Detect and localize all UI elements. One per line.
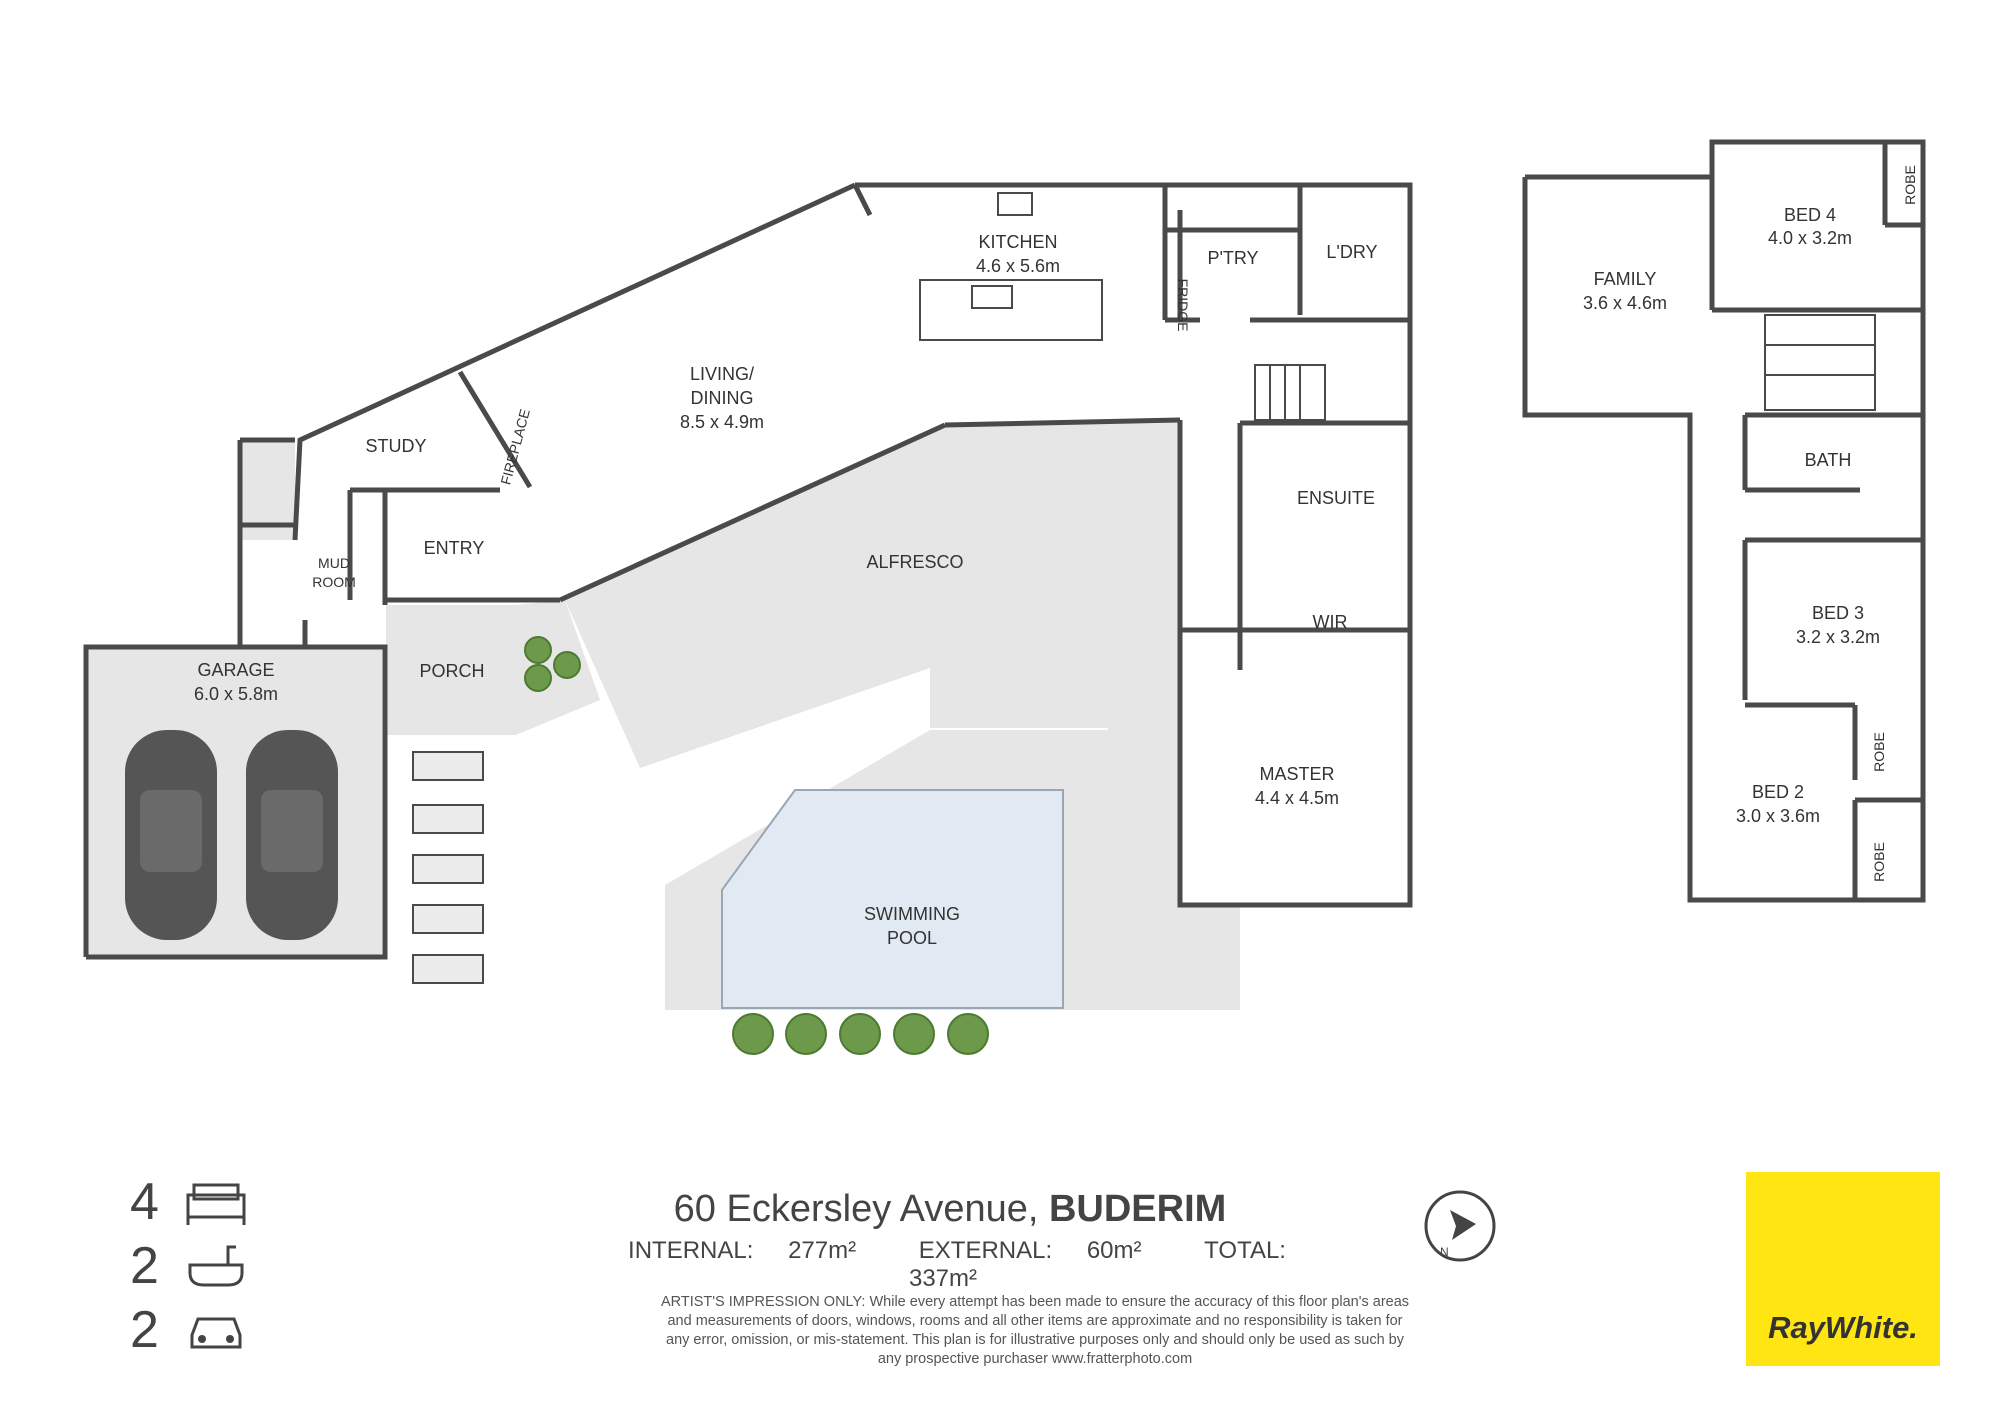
bed2-name: BED 2 (1752, 782, 1804, 802)
logo-text: RayWhite. (1768, 1310, 1918, 1345)
north-compass-icon: N (1424, 1190, 1496, 1262)
tree-icon (732, 1013, 774, 1055)
study-name: STUDY (365, 436, 426, 456)
car-2-icon (246, 730, 338, 940)
disclaimer-line: and measurements of doors, windows, room… (667, 1313, 1403, 1329)
suburb: BUDERIM (1048, 1188, 1227, 1230)
bedrooms-count: 4 (130, 1173, 159, 1231)
porch-area (386, 605, 516, 735)
bedrooms-stat: 4 (130, 1170, 248, 1234)
wir-name: WIR (1313, 612, 1348, 632)
internal-value: 277m² (788, 1237, 857, 1264)
ensuite-name: ENSUITE (1297, 488, 1375, 508)
bed3-size: 3.2 x 3.2m (1796, 627, 1880, 647)
area-summary: INTERNAL: 277m² EXTERNAL: 60m² TOTAL: 33… (590, 1237, 1310, 1293)
bathrooms-count: 2 (130, 1237, 159, 1295)
bed3-name: BED 3 (1812, 603, 1864, 623)
external-value: 60m² (1086, 1237, 1142, 1264)
master-size: 4.4 x 4.5m (1255, 788, 1339, 808)
tree-icon (524, 664, 552, 692)
total-value: 337m² (908, 1265, 978, 1292)
family-name: FAMILY (1594, 269, 1657, 289)
robe-bed3-label: ROBE (1871, 732, 1887, 772)
bed-icon (186, 1183, 246, 1225)
bathrooms-stat: 2 (130, 1234, 248, 1298)
stairs-icon (1254, 314, 1876, 421)
robe-bed4-label: ROBE (1902, 165, 1918, 205)
mudroom-name-1: MUD (318, 555, 350, 571)
bath-icon (188, 1245, 244, 1287)
total-label: TOTAL: (1204, 1237, 1286, 1264)
laundry-name: L'DRY (1326, 242, 1377, 262)
kitchen-sink-icon (971, 285, 1013, 309)
bath-name: BATH (1805, 450, 1852, 470)
disclaimer-line: any prospective purchaser www.fratterpho… (877, 1351, 1193, 1367)
internal-label: INTERNAL: (628, 1237, 754, 1264)
master-name: MASTER (1259, 764, 1334, 784)
tree-icon (785, 1013, 827, 1055)
alfresco-area (565, 420, 1180, 905)
kitchen-size: 4.6 x 5.6m (976, 256, 1060, 276)
car-icon (190, 1317, 242, 1349)
disclaimer: ARTIST'S IMPRESSION ONLY: While every at… (600, 1293, 1470, 1369)
external-label: EXTERNAL: (918, 1237, 1053, 1264)
trees (524, 636, 989, 1055)
address-line: 60 Eckersley Avenue, BUDERIM (590, 1188, 1310, 1231)
tree-icon (524, 636, 552, 664)
property-address: 60 Eckersley Avenue, BUDERIM INTERNAL: 2… (590, 1188, 1310, 1293)
compass-letter: N (1440, 1245, 1449, 1259)
bed4-name: BED 4 (1784, 205, 1836, 225)
pantry-name: P'TRY (1207, 248, 1258, 268)
mudroom-name-2: ROOM (312, 574, 356, 590)
floor-plan: KITCHEN 4.6 x 5.6m P'TRY L'DRY FRIDGE LI… (83, 139, 1926, 1055)
living-name-1: LIVING/ (690, 364, 754, 384)
car-1-icon (125, 730, 217, 940)
bed4-size: 4.0 x 3.2m (1768, 228, 1852, 248)
car-spaces-stat: 2 (130, 1298, 248, 1362)
porch-name: PORCH (419, 661, 484, 681)
street-address: 60 Eckersley Avenue, (673, 1188, 1039, 1230)
disclaimer-line: ARTIST'S IMPRESSION ONLY: While every at… (660, 1294, 1410, 1310)
living-size: 8.5 x 4.9m (680, 412, 764, 432)
fridge-label: FRIDGE (1175, 279, 1191, 332)
stepping-pavers (412, 751, 484, 984)
bed2-size: 3.0 x 3.6m (1736, 806, 1820, 826)
swimming-pool (721, 789, 1064, 1009)
tree-icon (553, 651, 581, 679)
pool-name-1: SWIMMING (864, 904, 960, 924)
tree-icon (893, 1013, 935, 1055)
alfresco-name: ALFRESCO (866, 552, 963, 572)
kitchen-name: KITCHEN (978, 232, 1057, 252)
garage-size: 6.0 x 5.8m (194, 684, 278, 704)
property-stats: 4 2 2 (130, 1170, 248, 1362)
living-name-2: DINING (691, 388, 754, 408)
tree-icon (839, 1013, 881, 1055)
tree-icon (947, 1013, 989, 1055)
robe-bed2-label: ROBE (1871, 842, 1887, 882)
entry-name: ENTRY (424, 538, 485, 558)
disclaimer-line: any error, omission, or mis-statement. T… (666, 1332, 1404, 1348)
ground-floor-walls (83, 182, 1413, 960)
raywhite-logo: RayWhite. (1746, 1172, 1940, 1366)
upper-floor-walls (1522, 139, 1926, 903)
car-spaces-count: 2 (130, 1301, 159, 1359)
garage-name: GARAGE (197, 660, 274, 680)
cooktop-icon (997, 192, 1033, 216)
family-size: 3.6 x 4.6m (1583, 293, 1667, 313)
pool-name-2: POOL (887, 928, 937, 948)
